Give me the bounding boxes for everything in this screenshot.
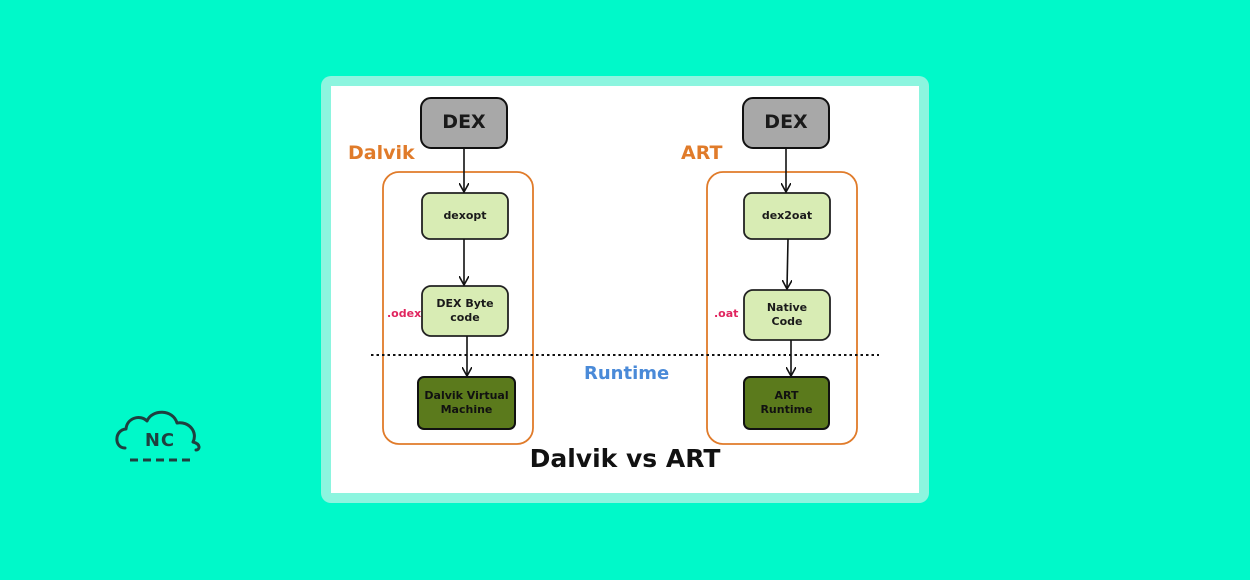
dalvik-odex-label: .odex xyxy=(387,307,422,320)
cloud-icon xyxy=(115,410,201,462)
dalvik-vm-box xyxy=(417,376,516,430)
art-dex2oat-text: dex2oat xyxy=(761,209,813,223)
art-dex2oat-box xyxy=(743,192,831,240)
dalvik-dexopt-text: dexopt xyxy=(443,209,487,223)
diagram-canvas xyxy=(371,97,879,445)
nc-logo: NC xyxy=(110,400,210,470)
art-arrow-2 xyxy=(787,238,788,288)
logo-text: NC xyxy=(144,430,176,451)
art-container xyxy=(706,171,858,445)
art-native-text: Native Code xyxy=(766,301,808,328)
art-runtime-text: ART Runtime xyxy=(760,389,813,416)
diagram-panel: Dalvik ART .odex .oat Runtime DEX dexopt… xyxy=(331,86,919,493)
dalvik-dexopt-box xyxy=(421,192,509,240)
dalvik-bytecode-text: DEX Byte code xyxy=(436,297,494,324)
dalvik-label: Dalvik xyxy=(348,142,415,164)
runtime-label: Runtime xyxy=(584,363,670,384)
diagram-title: Dalvik vs ART xyxy=(529,444,721,473)
dalvik-bytecode-box xyxy=(421,285,509,337)
art-dex-text: DEX xyxy=(764,111,808,134)
art-runtime-box xyxy=(743,376,830,430)
dalvik-container xyxy=(382,171,534,445)
art-label: ART xyxy=(681,142,723,164)
diagram-card: Dalvik ART .odex .oat Runtime DEX dexopt… xyxy=(321,76,929,503)
dalvik-dex-text: DEX xyxy=(442,111,486,134)
dalvik-vm-text: Dalvik Virtual Machine xyxy=(424,389,509,416)
art-oat-label: .oat xyxy=(714,307,739,320)
